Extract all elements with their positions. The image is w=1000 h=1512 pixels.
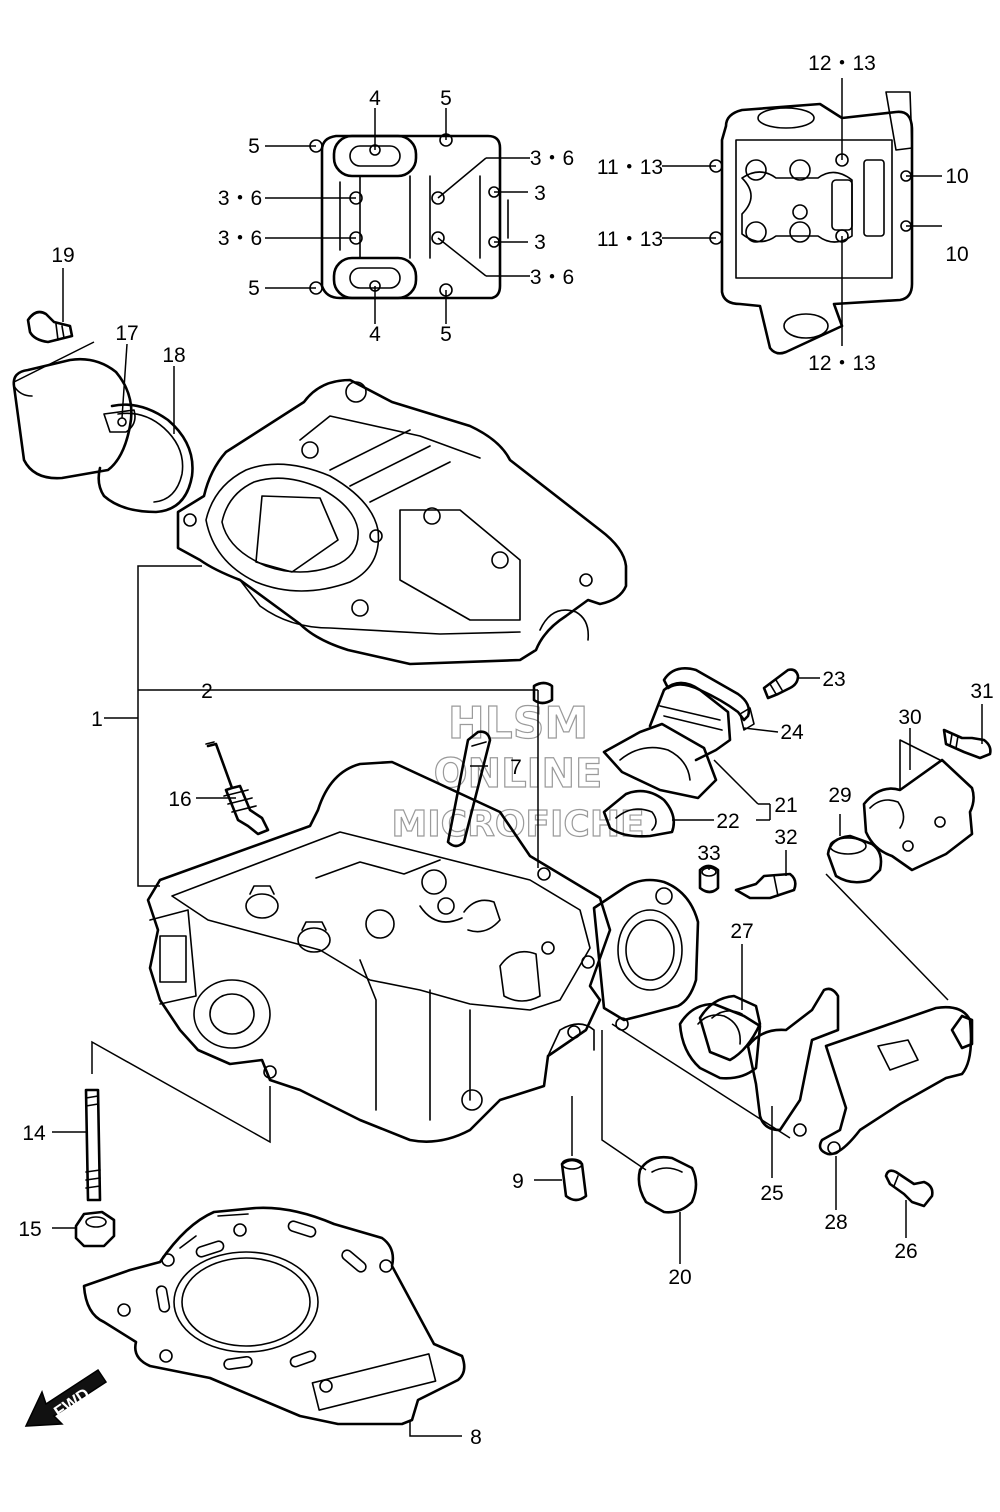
thermostat-housing: [581, 878, 974, 1156]
callout-3-6-left-bottom: 3・6: [218, 227, 262, 250]
callout-31: 31: [970, 680, 993, 703]
callout-8: 8: [470, 1426, 482, 1449]
callout-1: 1: [91, 708, 103, 731]
callout-3-lower: 3: [534, 231, 546, 254]
callout-33: 33: [697, 842, 720, 865]
callout-27: 27: [730, 920, 753, 943]
callout-12-13-top: 12・13: [808, 52, 876, 75]
callout-18: 18: [162, 344, 185, 367]
callout-3-6-right-top: 3・6: [530, 147, 574, 170]
callout-17: 17: [115, 322, 138, 345]
spark-plug-16: [205, 741, 270, 836]
callout-10-bottom: 10: [945, 243, 968, 266]
cylinder-head: [146, 760, 612, 1143]
outlet-assembly: [698, 728, 992, 1062]
callout-14: 14: [22, 1122, 46, 1145]
callout-4-top: 4: [369, 87, 381, 110]
callout-32: 32: [774, 826, 797, 849]
callout-5-bottom: 5: [440, 323, 452, 346]
head-bottom-view-detail: [709, 91, 914, 355]
callout-25: 25: [760, 1182, 783, 1205]
callout-5-top: 5: [440, 87, 452, 110]
callout-19: 19: [51, 244, 74, 267]
callout-15: 15: [18, 1218, 41, 1241]
head-gasket-8: [82, 1206, 466, 1426]
callout-3-upper: 3: [534, 182, 546, 205]
head-top-view-detail: [309, 133, 509, 300]
callout-21: 21: [774, 794, 797, 817]
callout-1-bracket: [104, 565, 539, 887]
callout-12-13-bottom: 12・13: [808, 352, 876, 375]
callout-labels: 1 2 4 5 5 3・6 3・6 3 3・6 3 3・6 5 4 5 12・1…: [18, 52, 993, 1449]
callout-5-left-top: 5: [248, 135, 260, 158]
callout-7: 7: [510, 756, 522, 779]
callout-3-6-right-bottom: 3・6: [530, 266, 574, 289]
callout-24: 24: [780, 721, 804, 744]
pipe-7: [446, 730, 492, 848]
callout-2: 2: [201, 680, 213, 703]
callout-11-13-top: 11・13: [597, 156, 663, 179]
dowel-pin-2: [532, 681, 554, 705]
callout-30: 30: [898, 706, 921, 729]
callout-26: 26: [894, 1240, 917, 1263]
callout-5-left-bottom: 5: [248, 277, 260, 300]
callout-9: 9: [512, 1170, 524, 1193]
plug-20: [637, 1155, 698, 1214]
callout-11-13-bottom: 11・13: [597, 228, 663, 251]
intake-assembly: [602, 667, 800, 838]
nut-15: [74, 1210, 116, 1248]
callout-3-6-left-top: 3・6: [218, 187, 262, 210]
watermark-line-1: HLSM: [448, 698, 588, 749]
callout-20: 20: [668, 1266, 691, 1289]
callout-28: 28: [824, 1211, 847, 1234]
cylinder-head-cover: [176, 378, 628, 666]
collar-9: [560, 1158, 588, 1202]
callout-22: 22: [716, 810, 739, 833]
leader-lines: [13, 78, 983, 1437]
stud-bolt-14: [84, 1088, 102, 1202]
callout-10-top: 10: [945, 165, 968, 188]
watermark: HLSM ONLINE MICROFICHE: [391, 697, 645, 845]
callout-23: 23: [822, 668, 845, 691]
bolt-26: [884, 1169, 934, 1208]
callout-16: 16: [168, 788, 191, 811]
callout-29: 29: [828, 784, 851, 807]
callout-4-bottom: 4: [369, 323, 381, 346]
cap-assembly: [12, 310, 194, 514]
fwd-arrow-icon: FWD: [24, 1368, 108, 1427]
